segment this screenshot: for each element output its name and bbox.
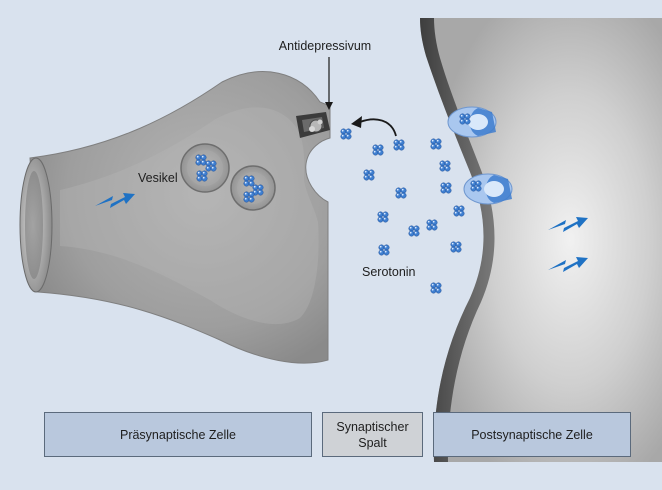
presynaptic-region-text: Präsynaptische Zelle bbox=[119, 427, 237, 442]
receptor-icon bbox=[447, 106, 497, 138]
synaptic-cleft-region-label: Synaptischer Spalt bbox=[322, 412, 423, 457]
serotonin-molecule bbox=[430, 138, 442, 150]
presynaptic-cell bbox=[19, 71, 331, 364]
postsynaptic-cell bbox=[420, 18, 662, 462]
serotonin-molecule bbox=[430, 282, 442, 294]
serotonin-molecule bbox=[377, 211, 389, 223]
presynaptic-region-label: Präsynaptische Zelle bbox=[44, 412, 312, 457]
pointer-arrowhead bbox=[325, 102, 333, 110]
postsynaptic-region-label: Postsynaptische Zelle bbox=[433, 412, 631, 457]
serotonin-molecule bbox=[408, 225, 420, 237]
serotonin-molecule bbox=[363, 169, 375, 181]
serotonin-molecule bbox=[372, 144, 384, 156]
serotonin-molecule bbox=[453, 205, 465, 217]
serotonin-molecule bbox=[393, 139, 405, 151]
serotonin-label: Serotonin bbox=[362, 265, 416, 279]
serotonin-molecule bbox=[439, 160, 451, 172]
synaptic-cleft-text-line1: Synaptischer bbox=[336, 419, 409, 434]
reuptake-transporter-icon bbox=[296, 112, 330, 138]
serotonin-molecule bbox=[378, 244, 390, 256]
antidepressant-label: Antidepressivum bbox=[279, 39, 371, 53]
serotonin-molecule bbox=[340, 128, 352, 140]
serotonin-molecule bbox=[440, 182, 452, 194]
reuptake-arrowhead bbox=[351, 116, 362, 128]
reuptake-arrow bbox=[359, 118, 397, 137]
receptor-icon bbox=[463, 173, 513, 205]
serotonin-molecule bbox=[426, 219, 438, 231]
postsynaptic-region-text: Postsynaptische Zelle bbox=[471, 427, 593, 442]
synaptic-cleft-region-text: Synaptischer Spalt bbox=[336, 419, 408, 451]
synaptic-cleft-text-line2: Spalt bbox=[358, 435, 387, 450]
serotonin-molecule bbox=[395, 187, 407, 199]
vesicle-label: Vesikel bbox=[138, 171, 178, 185]
serotonin-molecule bbox=[450, 241, 462, 253]
vesicle bbox=[180, 143, 230, 193]
